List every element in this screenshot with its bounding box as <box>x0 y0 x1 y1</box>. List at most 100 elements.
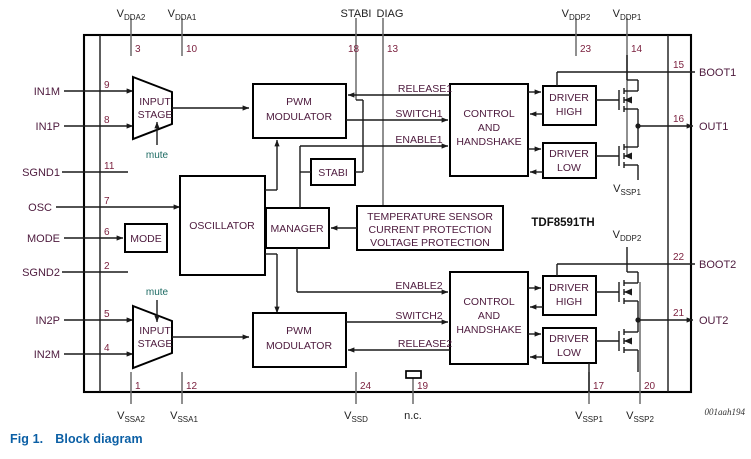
left-pin-number-5: 5 <box>104 309 110 320</box>
driver-high-1-label-line1: DRIVER <box>549 92 589 104</box>
channel2-driver-wires <box>528 285 543 360</box>
top-pin-label-vdda1: VDDA1 <box>168 8 197 22</box>
left-pin-label-in1p: IN1P <box>36 121 60 133</box>
mode-block-label: MODE <box>130 233 162 245</box>
pwm-modulator-1-block <box>252 83 347 139</box>
left-pin-label-mode: MODE <box>27 233 60 245</box>
internal-label-vddp2-lower: VDDP2 <box>613 229 642 243</box>
part-number-label: TDF8591TH <box>531 217 594 229</box>
driver-low-2-block <box>542 327 597 364</box>
bottom-vssd-base: V <box>344 410 352 422</box>
signal-release1-label: RELEASE1 <box>398 83 452 95</box>
internal-label-vssp1-upper: VSSP1 <box>613 183 641 197</box>
control-handshake-2-label-line2: AND <box>478 310 501 322</box>
right-pin-number-21: 21 <box>673 308 685 319</box>
boot2-wire <box>556 263 668 276</box>
bottom-pin-number-24: 24 <box>360 381 372 392</box>
bottom-pin-label-vssa2: VSSA2 <box>117 410 145 424</box>
driver-high-1-label-line2: HIGH <box>556 106 582 118</box>
protection-block <box>356 205 504 251</box>
mode-block <box>124 223 168 253</box>
top-pin-vdda1-sub: DDA1 <box>175 13 197 22</box>
control-handshake-1-label-line3: HANDSHAKE <box>456 136 521 148</box>
mute-1-label: mute <box>146 150 169 161</box>
left-pin-label-in2m: IN2M <box>34 349 60 361</box>
driver-high-1-block <box>542 85 597 126</box>
bottom-pin-number-12: 12 <box>186 381 198 392</box>
right-pin-label-out1: OUT1 <box>699 121 728 133</box>
signal-switch2-label: SWITCH2 <box>395 310 442 322</box>
svg-text:VDDP2: VDDP2 <box>613 229 642 243</box>
protection-label-line1: TEMPERATURE SENSOR <box>367 211 493 223</box>
pwm-modulator-1-label-line1: PWM <box>286 96 312 108</box>
driver-high-2-label-line1: DRIVER <box>549 282 589 294</box>
control-handshake-1-block <box>449 83 529 177</box>
channel2-signal-wires <box>346 319 450 353</box>
protection-label-line2: CURRENT PROTECTION <box>369 224 492 236</box>
signal-enable2-label: ENABLE2 <box>395 280 442 292</box>
stabi-block-label: STABI <box>318 167 348 179</box>
svg-text:VSSA1: VSSA1 <box>170 410 198 424</box>
left-pin-label-osc: OSC <box>28 202 52 214</box>
bottom-pin-label-nc: n.c. <box>404 410 422 422</box>
input-stage-2-label-line1: INPUT <box>139 325 171 337</box>
top-pin-vddp2-sub: DDP2 <box>569 13 591 22</box>
signal-release2-label: RELEASE2 <box>398 338 452 350</box>
bottom-vssp1-base: V <box>575 410 583 422</box>
driver-low-1-label-line2: LOW <box>557 162 581 174</box>
left-pin-label-sgnd2: SGND2 <box>22 267 60 279</box>
left-pin-number-7: 7 <box>104 196 110 207</box>
manager-label: MANAGER <box>270 223 324 235</box>
top-pin-label-vddp2: VDDP2 <box>562 8 591 22</box>
svg-text:VDDP1: VDDP1 <box>613 8 642 22</box>
pwm-modulator-2-label-line1: PWM <box>286 325 312 337</box>
svg-text:VDDP2: VDDP2 <box>562 8 591 22</box>
mute-2-label: mute <box>146 287 169 298</box>
oscillator-label: OSCILLATOR <box>189 220 255 232</box>
top-pin-vdda2-sub: DDA2 <box>124 13 146 22</box>
manager-block <box>265 207 330 249</box>
input-stage-1-label-line2: STAGE <box>138 109 173 121</box>
top-pin-vddp2-base: V <box>562 8 570 20</box>
svg-text:VSSP1: VSSP1 <box>575 410 603 424</box>
nc-pad-symbol <box>405 370 422 379</box>
top-pin-number-3: 3 <box>135 44 141 55</box>
figure-caption-number: Fig 1. <box>10 432 44 446</box>
top-pin-stubs <box>130 18 628 215</box>
bottom-vssa1-base: V <box>170 410 178 422</box>
left-pin-number-6: 6 <box>104 227 110 238</box>
svg-text:VSSP1: VSSP1 <box>613 183 641 197</box>
left-pin-number-8: 8 <box>104 115 110 126</box>
control-handshake-2-label-line3: HANDSHAKE <box>456 324 521 336</box>
top-pin-vdda2-base: V <box>117 8 125 20</box>
device-boundary <box>82 33 693 394</box>
top-pin-vdda1-base: V <box>168 8 176 20</box>
right-output-wires <box>668 71 695 323</box>
top-pin-number-14: 14 <box>631 44 643 55</box>
mosfet-high-1 <box>596 55 639 126</box>
svg-text:VDDA2: VDDA2 <box>117 8 146 22</box>
control-handshake-2-block <box>449 271 529 365</box>
driver-high-2-label-line2: HIGH <box>556 296 582 308</box>
bottom-pin-label-vssp1: VSSP1 <box>575 410 603 424</box>
left-pin-number-4: 4 <box>104 343 110 354</box>
mosfet-low-2 <box>596 320 639 372</box>
left-pin-number-2: 2 <box>104 261 110 272</box>
right-pin-number-22: 22 <box>673 252 685 263</box>
top-pin-label-diag: DIAG <box>377 8 404 20</box>
pwm-modulator-2-block <box>252 312 347 368</box>
svg-text:VSSP2: VSSP2 <box>626 410 654 424</box>
control-handshake-2-label-line1: CONTROL <box>463 296 514 308</box>
internal-vssp1-base: V <box>613 183 621 195</box>
bottom-vssp2-sub: SSP2 <box>633 415 654 424</box>
out1-junction-dot <box>635 123 641 129</box>
driver-low-2-label-line1: DRIVER <box>549 333 589 345</box>
top-pin-label-vdda2: VDDA2 <box>117 8 146 22</box>
internal-vddp2-base: V <box>613 229 621 241</box>
svg-text:VDDA1: VDDA1 <box>168 8 197 22</box>
bottom-pin-label-vssd: VSSD <box>344 410 368 424</box>
bottom-pin-label-vssa1: VSSA1 <box>170 410 198 424</box>
bottom-pin-number-1: 1 <box>135 381 141 392</box>
bottom-pin-label-vssp2: VSSP2 <box>626 410 654 424</box>
